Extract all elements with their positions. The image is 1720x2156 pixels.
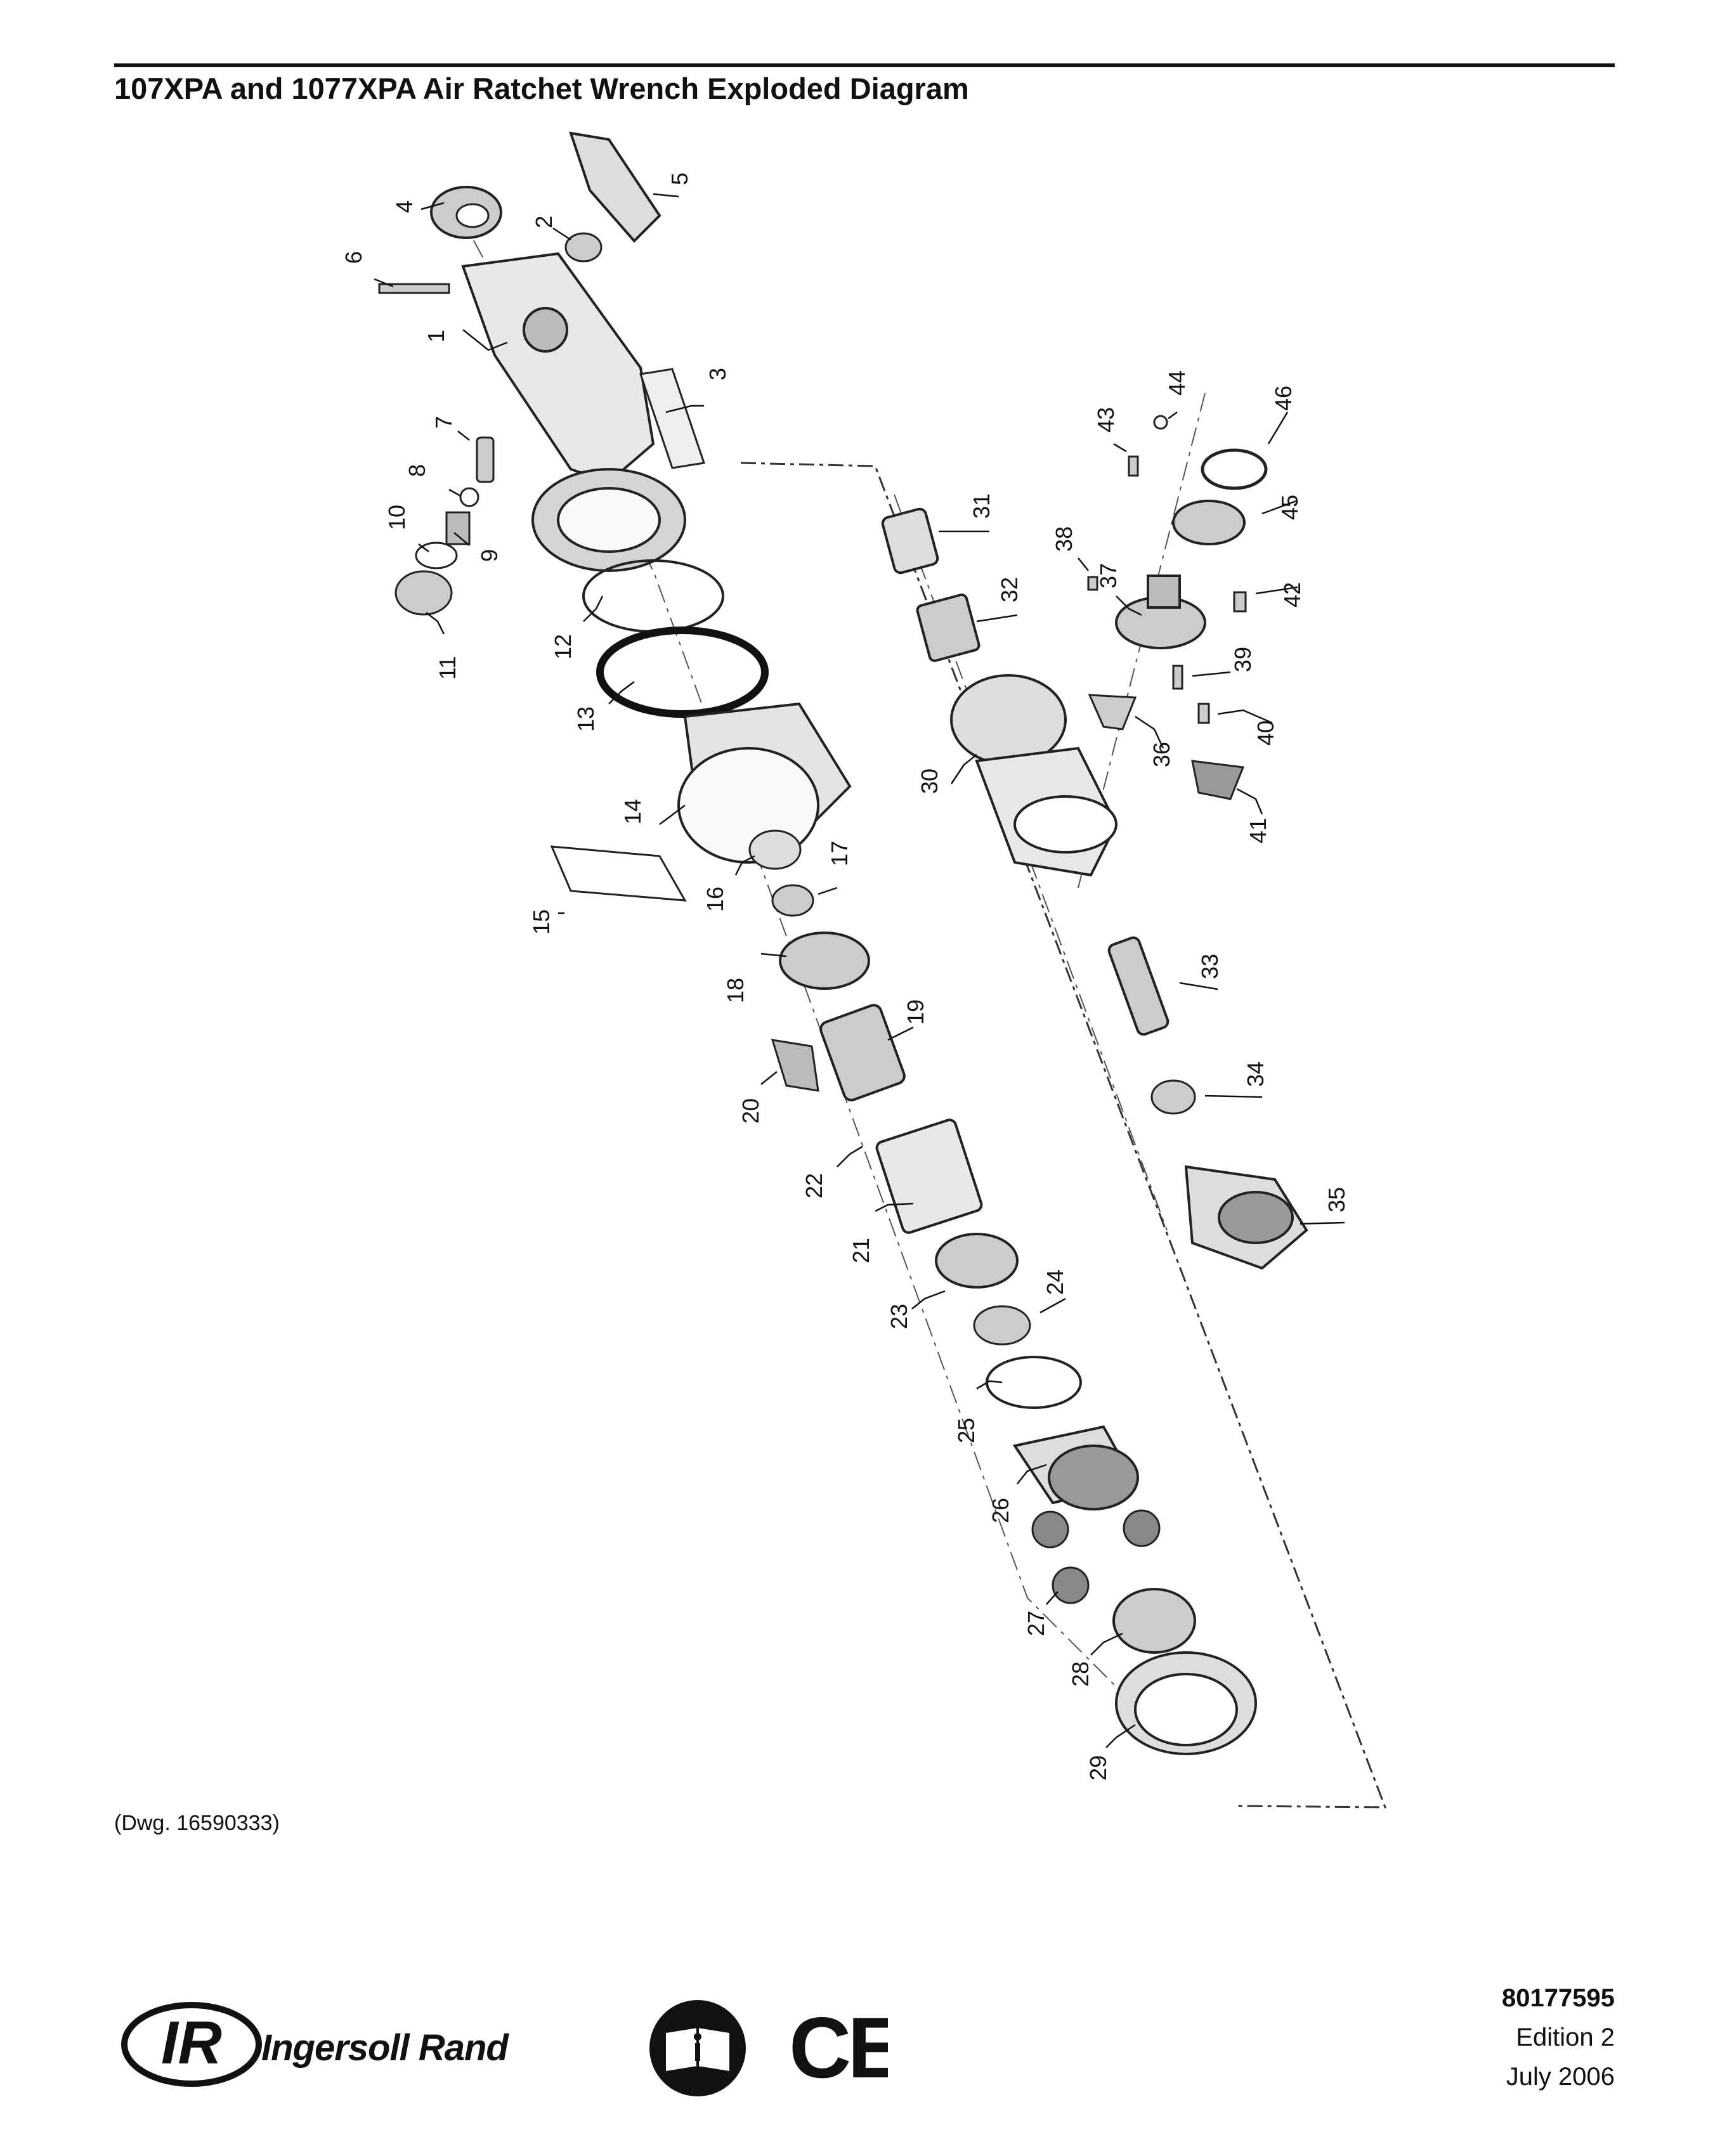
inlet-nut-part xyxy=(430,186,502,239)
callout-30: 30 xyxy=(916,769,942,794)
ingersoll-rand-logo-icon: IR xyxy=(121,2002,262,2087)
callout-19: 19 xyxy=(902,999,928,1025)
document-info: 80177595 Edition 2 July 2006 xyxy=(1502,1978,1615,2096)
callout-17: 17 xyxy=(826,841,852,866)
brand-initials: IR xyxy=(161,2009,222,2077)
bearing-head-part xyxy=(1150,1079,1196,1115)
label-plate-part xyxy=(639,368,705,469)
ratchet-housing-part xyxy=(950,674,1118,877)
callout-5: 5 xyxy=(667,172,693,185)
read-manual-icon xyxy=(649,2000,746,2096)
callout-44: 44 xyxy=(1164,370,1190,396)
callout-29: 29 xyxy=(1085,1755,1111,1781)
callout-34: 34 xyxy=(1242,1062,1268,1087)
callout-25: 25 xyxy=(953,1418,979,1443)
callout-36: 36 xyxy=(1149,742,1175,767)
housing-part xyxy=(461,252,686,572)
callout-37: 37 xyxy=(1095,563,1121,588)
callout-46: 46 xyxy=(1270,386,1296,411)
yoke-part xyxy=(1184,1165,1308,1270)
callout-8: 8 xyxy=(404,464,430,477)
rotor-part xyxy=(819,1004,906,1101)
ring-gear-part xyxy=(1012,1425,1139,1510)
document-number: 80177595 xyxy=(1502,1984,1615,2012)
callout-38: 38 xyxy=(1051,526,1077,552)
anvil-part xyxy=(1115,575,1206,649)
callout-21: 21 xyxy=(848,1238,874,1263)
bearing-part xyxy=(748,829,802,870)
carrier-part xyxy=(1112,1588,1196,1654)
retaining-ring-part xyxy=(1201,448,1268,490)
callout-20: 20 xyxy=(738,1098,764,1124)
callout-43: 43 xyxy=(1093,407,1119,432)
small-parts-group xyxy=(1087,415,1247,724)
crankshaft-part xyxy=(1107,936,1169,1036)
clamp-nut-part xyxy=(1115,1651,1257,1755)
callout-labels: 1 2 3 4 5 6 7 8 9 10 11 12 13 14 15 16 1… xyxy=(341,172,1350,1781)
thrust-washer-part xyxy=(1172,500,1246,545)
callout-1: 1 xyxy=(423,330,449,342)
throttle-valve-group xyxy=(394,436,495,616)
callout-23: 23 xyxy=(886,1304,912,1329)
ce-mark-icon: CE xyxy=(789,2003,888,2091)
spacer-part xyxy=(973,1305,1031,1346)
callout-31: 31 xyxy=(968,493,994,519)
callout-9: 9 xyxy=(476,549,502,562)
ce-mark-text: CE xyxy=(789,2003,888,2091)
callout-42: 42 xyxy=(1279,582,1305,607)
needle-bearing-part xyxy=(916,593,981,663)
callout-7: 7 xyxy=(431,416,457,429)
callout-24: 24 xyxy=(1042,1270,1068,1295)
planet-gears-part xyxy=(1031,1509,1161,1604)
callout-22: 22 xyxy=(801,1173,827,1198)
callout-6: 6 xyxy=(341,251,367,264)
callout-32: 32 xyxy=(996,577,1022,602)
callout-18: 18 xyxy=(722,978,748,1003)
warning-label-part xyxy=(550,845,687,902)
callout-4: 4 xyxy=(391,200,417,213)
callout-12: 12 xyxy=(550,634,576,659)
header-rule xyxy=(114,63,1615,67)
callout-28: 28 xyxy=(1067,1661,1093,1687)
callout-40: 40 xyxy=(1253,720,1279,746)
callout-16: 16 xyxy=(702,886,728,912)
throttle-lever-part xyxy=(569,131,661,243)
rear-plate-part xyxy=(779,932,870,990)
bushing-part xyxy=(564,232,603,263)
callout-11: 11 xyxy=(434,656,460,680)
bushing-head-part xyxy=(881,507,939,575)
callout-41: 41 xyxy=(1245,818,1271,843)
selector-part xyxy=(1191,760,1245,800)
callout-27: 27 xyxy=(1023,1611,1049,1636)
callout-2: 2 xyxy=(531,216,557,228)
seal-ring-part xyxy=(596,627,769,718)
end-plate-part xyxy=(771,884,814,917)
callout-35: 35 xyxy=(1324,1187,1350,1212)
callout-33: 33 xyxy=(1197,954,1223,979)
callout-10: 10 xyxy=(384,505,410,530)
callout-3: 3 xyxy=(705,368,731,380)
vane-part xyxy=(771,1039,819,1092)
page-title: 107XPA and 1077XPA Air Ratchet Wrench Ex… xyxy=(114,72,969,105)
drawing-reference: (Dwg. 16590333) xyxy=(114,1811,280,1835)
pawl-part xyxy=(1088,694,1137,731)
front-plate-part xyxy=(935,1233,1019,1289)
brand-name: Ingersoll Rand xyxy=(261,2027,509,2068)
o-ring-part xyxy=(582,559,724,633)
edition: Edition 2 xyxy=(1516,2023,1615,2051)
callout-45: 45 xyxy=(1277,495,1303,520)
cylinder-part xyxy=(875,1119,983,1234)
callout-14: 14 xyxy=(620,799,646,824)
callout-26: 26 xyxy=(987,1498,1013,1523)
callout-15: 15 xyxy=(528,909,554,935)
assembly-boundary-line xyxy=(740,462,1387,1809)
publication-date: July 2006 xyxy=(1506,2063,1615,2091)
pin-part xyxy=(378,283,450,294)
callout-13: 13 xyxy=(573,706,599,732)
leader-lines xyxy=(374,193,1345,1748)
callout-39: 39 xyxy=(1230,647,1256,672)
